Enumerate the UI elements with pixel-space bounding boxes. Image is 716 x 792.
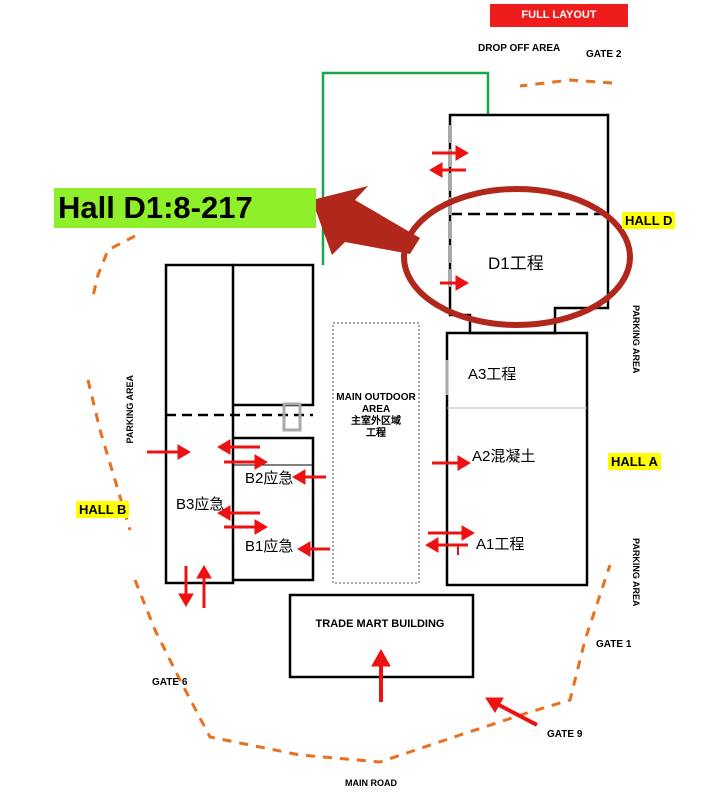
hall-d-building bbox=[448, 113, 610, 335]
zone-a2: A2混凝土 bbox=[472, 448, 536, 465]
main-outdoor-area-en: MAIN OUTDOOR AREA bbox=[336, 392, 416, 415]
parking-area-label-d: PARKING AREA bbox=[631, 305, 641, 374]
gate-6-label: GATE 6 bbox=[152, 677, 188, 688]
hall-b-building bbox=[164, 263, 315, 585]
main-outdoor-area bbox=[332, 322, 420, 584]
zone-a1: A1工程 bbox=[476, 536, 525, 553]
gate-9-label: GATE 9 bbox=[547, 729, 583, 740]
hall-a-label: HALL A bbox=[608, 453, 661, 470]
drop-off-area-label: DROP OFF AREA bbox=[478, 43, 561, 54]
zone-b2: B2应急 bbox=[245, 470, 294, 487]
pointer-arrow bbox=[312, 186, 420, 255]
gate-1-label: GATE 1 bbox=[596, 639, 632, 650]
hall-d1-callout: Hall D1:8-217 bbox=[54, 188, 316, 228]
trade-mart-label: TRADE MART BUILDING bbox=[315, 618, 445, 630]
fence-line bbox=[321, 71, 490, 265]
hall-b-label: HALL B bbox=[76, 501, 130, 518]
hall-d-label: HALL D bbox=[622, 212, 676, 229]
highlight-circle bbox=[401, 186, 633, 328]
full-layout-banner: FULL LAYOUT bbox=[490, 4, 628, 27]
zone-d1: D1工程 bbox=[488, 254, 544, 273]
zone-b1: B1应急 bbox=[245, 538, 294, 555]
perimeter-route bbox=[86, 78, 613, 764]
gate-2-label: GATE 2 bbox=[586, 49, 622, 60]
main-outdoor-area-label: MAIN OUTDOOR AREA 主室外区域 工程 bbox=[334, 392, 418, 440]
flow-arrows bbox=[147, 145, 538, 727]
zone-a3: A3工程 bbox=[468, 366, 517, 383]
parking-area-label-b: PARKING AREA bbox=[125, 375, 135, 444]
main-outdoor-area-cn2: 工程 bbox=[366, 428, 386, 439]
main-outdoor-area-cn: 主室外区域 bbox=[351, 416, 401, 427]
hall-a-building bbox=[445, 331, 589, 587]
zone-b3: B3应急 bbox=[176, 496, 225, 513]
parking-area-label-a: PARKING AREA bbox=[631, 538, 641, 607]
main-road-label: MAIN ROAD bbox=[345, 778, 397, 788]
